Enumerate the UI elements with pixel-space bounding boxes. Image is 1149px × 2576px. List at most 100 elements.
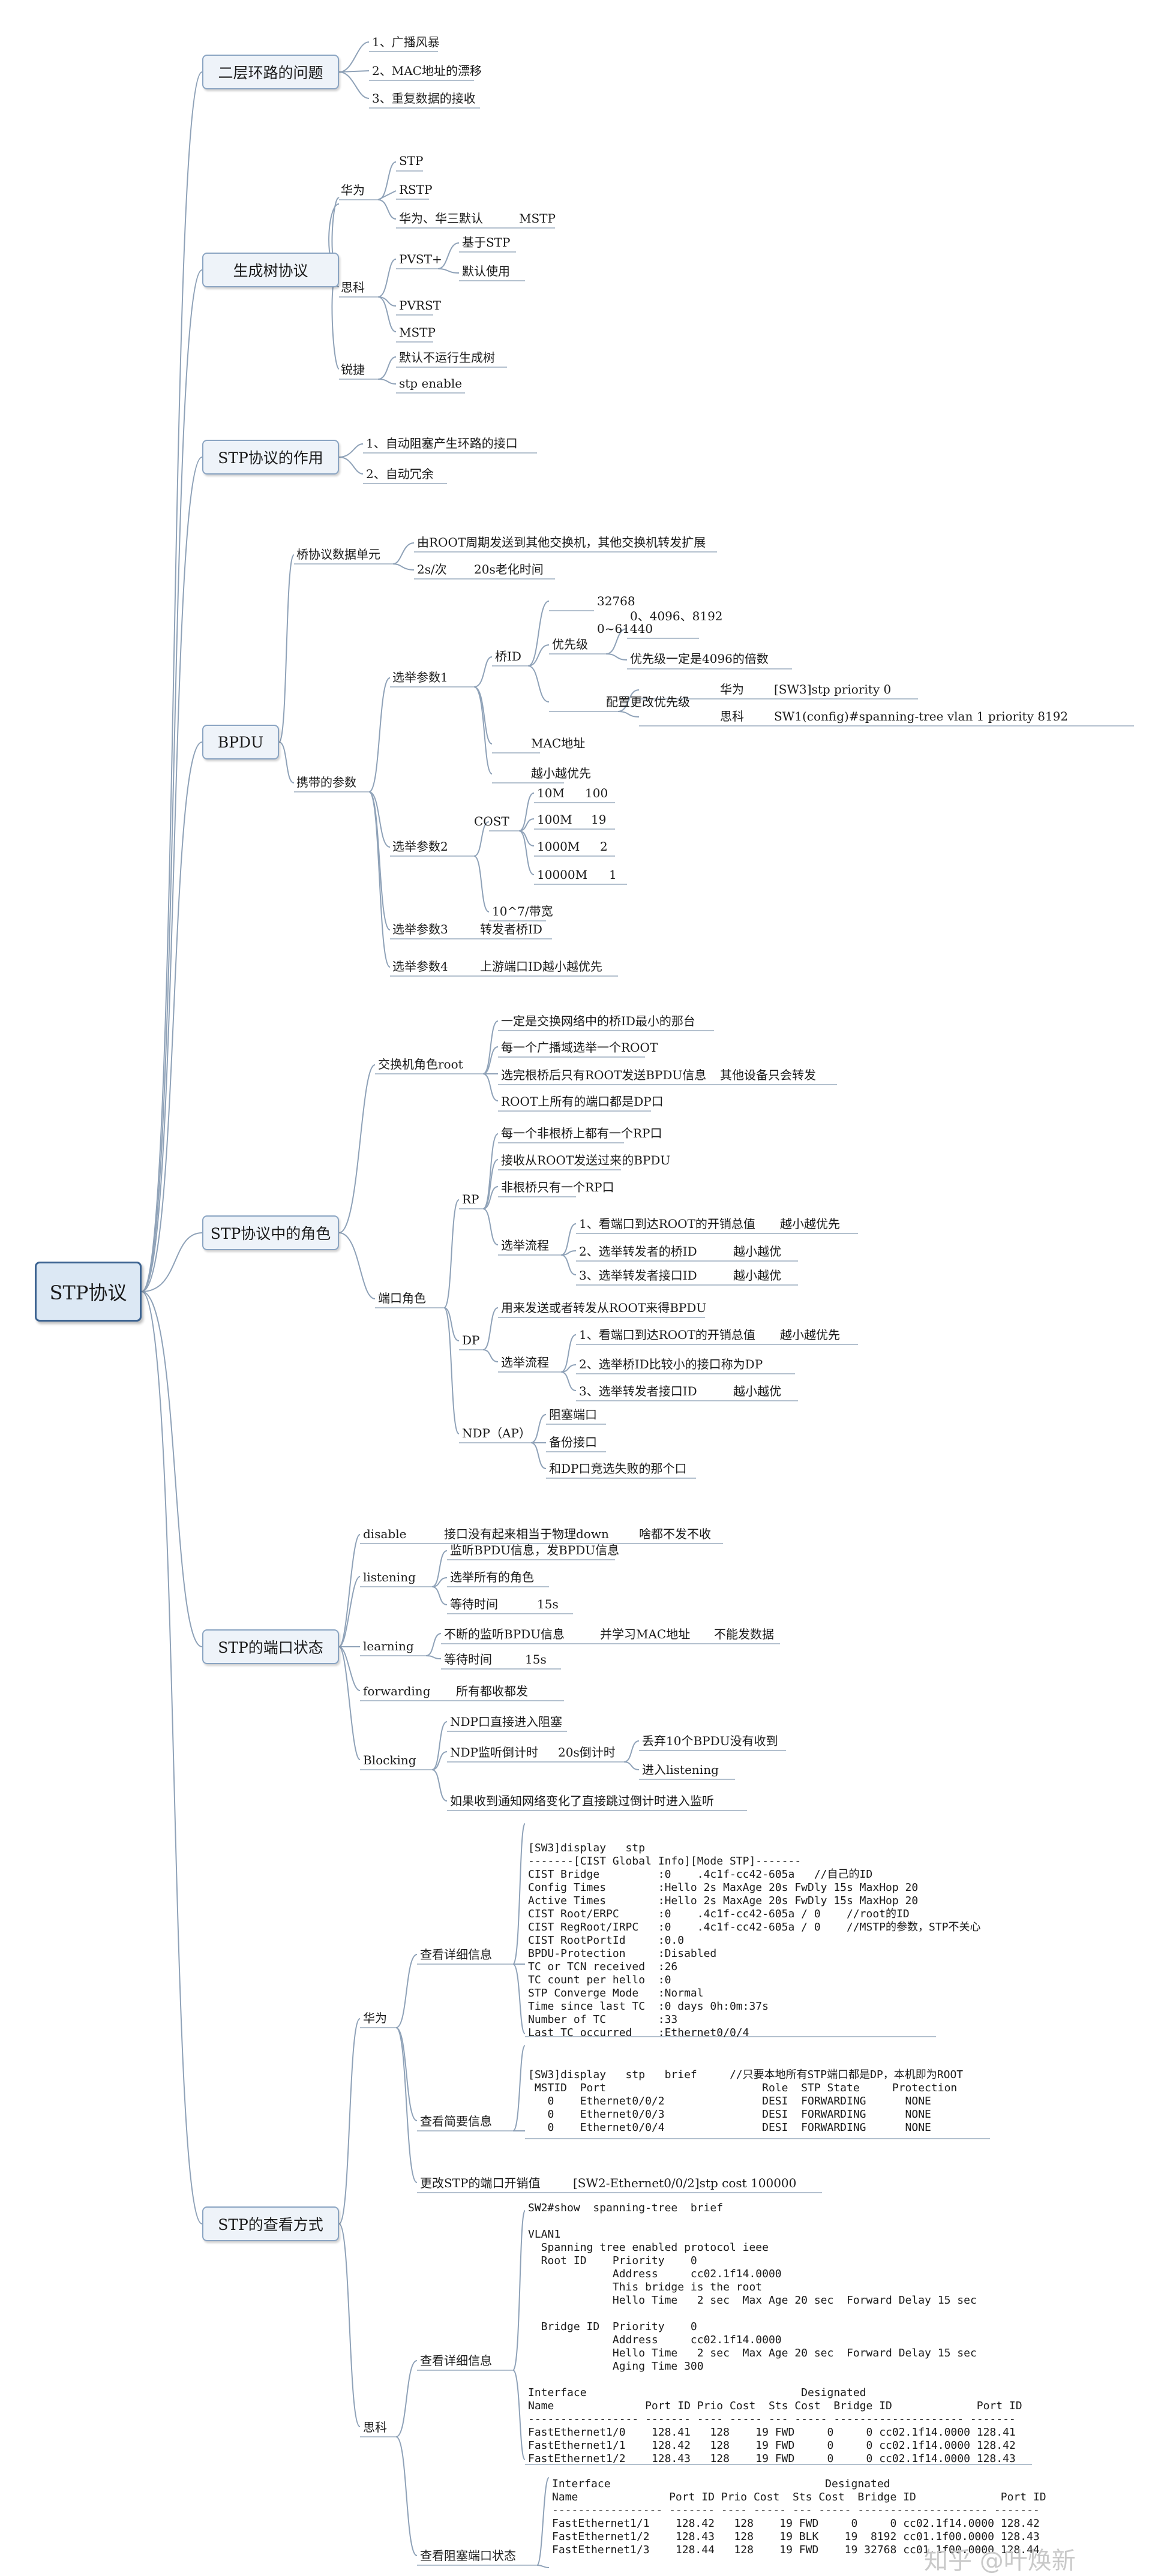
- huawei-default: 华为、华三默认: [399, 211, 483, 226]
- role-rp: RP: [462, 1192, 479, 1206]
- mac-address: MAC地址: [531, 736, 586, 750]
- learning-a: 不断的监听BPDU信息: [444, 1627, 565, 1641]
- param-1: 选举参数1: [392, 670, 448, 684]
- node-port-state[interactable]: STP的端口状态: [202, 1629, 339, 1664]
- node-bpdu[interactable]: BPDU: [202, 725, 279, 759]
- listening-wait: 等待时间: [450, 1597, 498, 1611]
- node-layer2-loop[interactable]: 二层环路的问题: [202, 55, 339, 89]
- bridge-id: 桥ID: [495, 649, 521, 663]
- rp-elect: 选举流程: [501, 1238, 549, 1253]
- role-dp: DP: [462, 1333, 480, 1347]
- rp-step-3-r: 越小越优: [733, 1268, 781, 1283]
- priority-multiple: 优先级一定是4096的倍数: [630, 651, 769, 666]
- priority-hw: 华为: [720, 682, 744, 696]
- hw-detail-output: [SW3]display stp -------[CIST Global Inf…: [528, 1842, 981, 2039]
- state-learning: learning: [363, 1639, 414, 1653]
- param-4-value: 上游端口ID越小越优先: [480, 959, 602, 974]
- dp-step-1: 1、看端口到达ROOT的开销总值: [579, 1328, 755, 1342]
- root-item-4: ROOT上所有的端口都是DP口: [501, 1094, 664, 1109]
- node-view-methods[interactable]: STP的查看方式: [202, 2206, 339, 2241]
- ruijie-item-2: stp enable: [399, 376, 463, 391]
- priority-cs-cmd: SW1(config)#spanning-tree vlan 1 priorit…: [774, 709, 1069, 723]
- huawei-stp: STP: [399, 154, 424, 168]
- root-item-1: 一定是交换网络中的桥ID最小的那台: [501, 1014, 695, 1028]
- disable-desc-b: 啥都不发不收: [639, 1527, 711, 1541]
- rp-step-1: 1、看端口到达ROOT的开销总值: [579, 1217, 755, 1231]
- switch-role-root: 交换机角色root: [378, 1057, 463, 1071]
- cs-detail: 查看详细信息: [420, 2353, 492, 2368]
- param-2: 选举参数2: [392, 839, 448, 854]
- state-blocking: Blocking: [363, 1753, 416, 1767]
- dp-elect: 选举流程: [501, 1355, 549, 1370]
- loop-item-1: 1、广播风暴: [372, 35, 440, 49]
- loop-item-2: 2、MAC地址的漂移: [372, 64, 482, 78]
- rp-item-3: 非根桥只有一个RP口: [501, 1180, 614, 1194]
- node-stp-roles[interactable]: STP协议中的角色: [202, 1215, 339, 1250]
- priority-cs: 思科: [720, 709, 744, 723]
- learning-c: 不能发数据: [714, 1627, 774, 1641]
- state-listening: listening: [363, 1570, 416, 1584]
- vendor-ruijie: 锐捷: [341, 362, 365, 377]
- rp-step-2-r: 越小越优: [733, 1244, 781, 1259]
- cost-row-3-bw: 1000M: [537, 839, 580, 854]
- blocking-item-3: 如果收到通知网络变化了直接跳过倒计时进入监听: [450, 1794, 714, 1808]
- blocking-item-2b: 进入listening: [642, 1763, 719, 1777]
- cost-row-3-val: 2: [600, 839, 608, 854]
- bpdu-carry: 携带的参数: [296, 775, 356, 789]
- param-3-value: 转发者桥ID: [480, 922, 542, 936]
- pvst-item-2: 默认使用: [462, 264, 510, 278]
- state-forwarding: forwarding: [363, 1684, 431, 1698]
- cost-row-2-bw: 100M: [537, 812, 572, 827]
- function-item-1: 1、自动阻塞产生环路的接口: [366, 436, 518, 451]
- loop-item-3: 3、重复数据的接收: [372, 91, 476, 106]
- learning-wait: 等待时间: [444, 1652, 492, 1667]
- dp-step-2: 2、选举桥ID比较小的接口称为DP: [579, 1357, 763, 1371]
- ndp-item-3: 和DP口竞选失败的那个口: [549, 1461, 687, 1476]
- bpdu-unit-line2b: 20s老化时间: [474, 562, 544, 577]
- priority-steps: 0、4096、8192: [630, 609, 723, 623]
- port-role: 端口角色: [378, 1291, 426, 1305]
- cs-block: 查看阻塞端口状态: [420, 2548, 516, 2563]
- role-ndp: NDP（AP）: [462, 1426, 531, 1440]
- ndp-item-2: 备份接口: [549, 1435, 597, 1449]
- state-disable: disable: [363, 1527, 407, 1541]
- listening-item-2: 选举所有的角色: [450, 1570, 534, 1584]
- learning-b: 并学习MAC地址: [600, 1627, 691, 1641]
- bpdu-unit-line2a: 2s/次: [417, 562, 447, 577]
- vendor-cisco: 思科: [341, 280, 365, 295]
- cost-row-4-bw: 10000M: [537, 867, 588, 882]
- node-stp-protocol[interactable]: 生成树协议: [202, 253, 339, 287]
- root-item-2: 每一个广播域选举一个ROOT: [501, 1040, 658, 1055]
- dp-step-1-r: 越小越优先: [780, 1328, 840, 1342]
- vendor-huawei: 华为: [341, 183, 365, 197]
- param-3: 选举参数3: [392, 922, 448, 936]
- cs-detail-output: SW2#show spanning-tree brief VLAN1 Spann…: [528, 2202, 1022, 2465]
- dp-item: 用来发送或者转发从ROOT来得BPDU: [501, 1301, 707, 1315]
- pvst-item-1: 基于STP: [462, 235, 511, 250]
- bpdu-unit: 桥协议数据单元: [296, 547, 380, 562]
- hw-brief: 查看简要信息: [420, 2114, 492, 2128]
- rp-step-1-r: 越小越优先: [780, 1217, 840, 1231]
- dp-step-3: 3、选举转发者接口ID: [579, 1384, 697, 1398]
- hw-cost-cmd: [SW2-Ethernet0/0/2]stp cost 100000: [573, 2176, 797, 2190]
- node-stp-function[interactable]: STP协议的作用: [202, 440, 339, 475]
- view-cisco: 思科: [363, 2420, 387, 2434]
- param-4: 选举参数4: [392, 959, 448, 974]
- blocking-item-1: NDP口直接进入阻塞: [450, 1715, 562, 1729]
- function-item-2: 2、自动冗余: [366, 467, 434, 481]
- ruijie-item-1: 默认不运行生成树: [399, 350, 495, 365]
- cost-row-1-bw: 10M: [537, 786, 565, 800]
- hw-cost: 更改STP的端口开销值: [420, 2176, 541, 2190]
- root-node[interactable]: STP协议: [35, 1262, 142, 1322]
- rp-item-1: 每一个非根桥上都有一个RP口: [501, 1126, 662, 1140]
- hw-detail: 查看详细信息: [420, 1947, 492, 1962]
- disable-desc-a: 接口没有起来相当于物理down: [444, 1527, 609, 1541]
- priority-hw-cmd: [SW3]stp priority 0: [774, 682, 892, 696]
- cisco-pvrst: PVRST: [399, 298, 441, 313]
- cost-row-1-val: 100: [585, 786, 608, 800]
- priority-range: 0~61440: [597, 622, 653, 636]
- blocking-item-2a: 丢弃10个BPDU没有收到: [642, 1734, 778, 1748]
- ndp-item-1: 阻塞端口: [549, 1407, 597, 1422]
- cisco-pvst: PVST+: [399, 252, 442, 266]
